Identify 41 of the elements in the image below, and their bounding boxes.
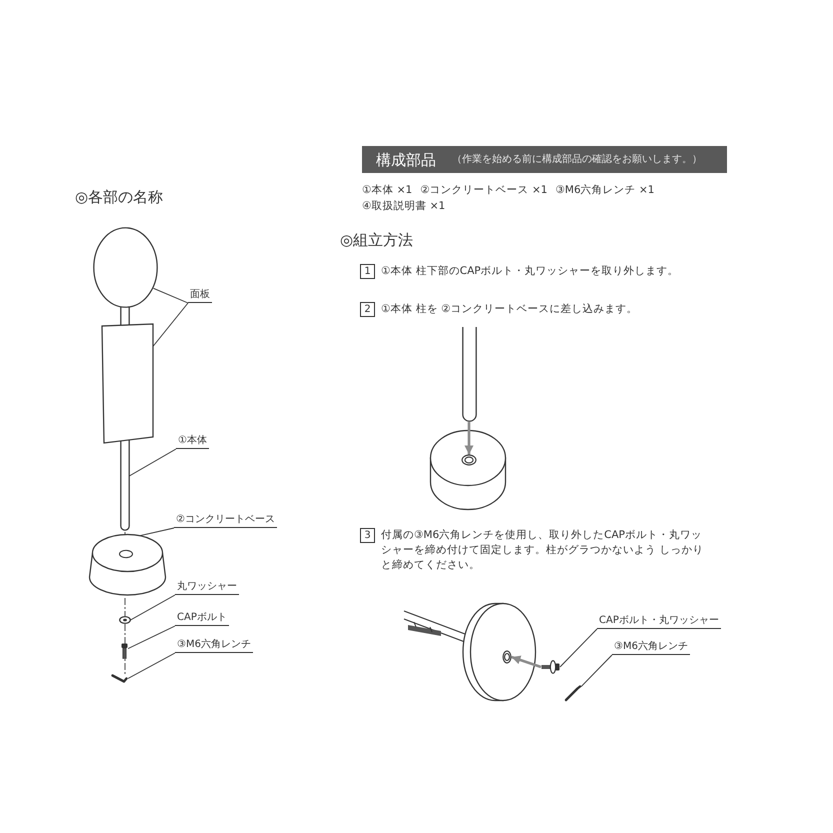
pole	[462, 327, 476, 422]
bolt-icon	[121, 643, 128, 659]
leader-line	[128, 652, 176, 679]
leader-line	[140, 528, 174, 536]
part-label: ③M6六角レンチ	[175, 639, 253, 653]
part-label: ③M6六角レンチ	[612, 641, 690, 655]
step-number: 1	[360, 264, 375, 279]
arrow	[511, 656, 542, 668]
leader-line	[153, 288, 188, 304]
header-band	[362, 146, 727, 173]
step-instruction: 付属の③M6六角レンチを使用し、取り外したCAPボルト・丸ワッシャーを締め付けて固定します。柱がグラつかないよう しっかりと締めてください。	[381, 528, 704, 573]
leader-line	[130, 594, 176, 620]
section-heading: ◎各部の名称	[75, 188, 164, 207]
hex-key-icon	[564, 684, 582, 702]
part-label: ②コンクリートベース	[174, 514, 277, 528]
parts-list-item: ③M6六角レンチ ×1	[555, 183, 654, 197]
leader-line	[128, 626, 176, 650]
washer-icon	[119, 616, 131, 624]
note-text: （作業を始める前に構成部品の確認をお願いします。）	[452, 154, 702, 166]
step-instruction: ①本体 柱下部のCAPボルト・丸ワッシャーを取り外します。	[381, 264, 680, 279]
part-label: 丸ワッシャー	[175, 581, 239, 595]
bolt-washer-icon	[541, 660, 560, 674]
parts-list-item: ②コンクリートベース ×1	[420, 183, 548, 197]
part-label: CAPボルト	[175, 612, 229, 626]
step-number: 3	[360, 528, 375, 543]
parts-list-item: ①本体 ×1	[362, 183, 412, 197]
section-heading: ◎組立方法	[340, 231, 414, 250]
part-label: 面板	[188, 289, 212, 303]
hex-key-icon	[111, 674, 128, 683]
leader-line	[129, 448, 176, 476]
section-title: 構成部品	[376, 150, 436, 168]
part-label: ①本体	[176, 435, 209, 449]
concrete-base	[88, 533, 167, 597]
step-number: 2	[360, 302, 375, 317]
leader-line	[580, 654, 612, 688]
parts-list-item: ④取扱説明書 ×1	[362, 199, 446, 213]
step-instruction: ①本体 柱を ②コンクリートベースに差し込みます。	[381, 302, 639, 317]
part-label: CAPボルト・丸ワッシャー	[597, 615, 721, 629]
leader-line	[560, 628, 598, 668]
round-panel	[93, 227, 158, 308]
leader-line	[152, 302, 188, 347]
